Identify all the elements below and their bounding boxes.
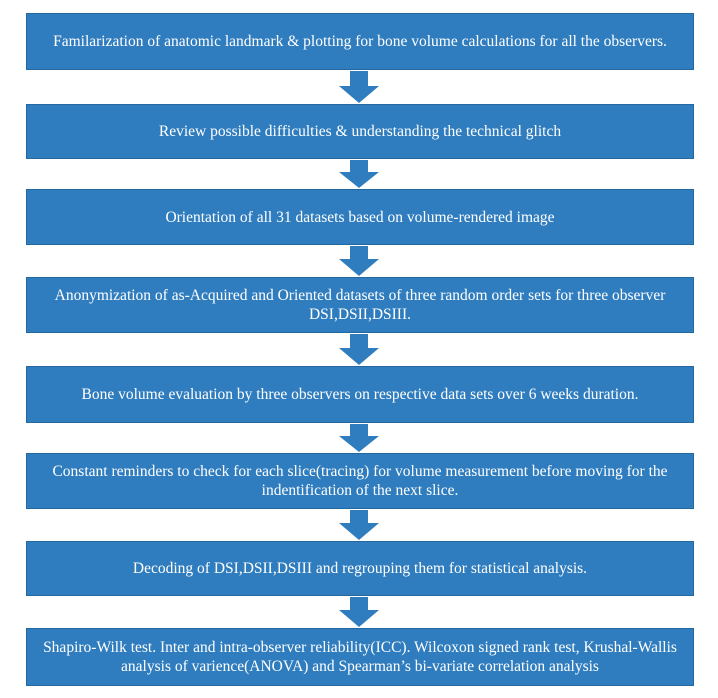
step-4-text: Anonymization of as-Acquired and Oriente… [54, 287, 666, 323]
step-2-text: Review possible difficulties & understan… [158, 123, 562, 140]
arrow-4-icon [339, 334, 379, 365]
step-3-box: Orientation of all 31 datasets based on … [26, 189, 694, 245]
step-5-text: Bone volume evaluation by three observer… [81, 386, 639, 403]
step-3-text: Orientation of all 31 datasets based on … [165, 208, 555, 226]
arrow-5-icon [339, 424, 379, 452]
step-6-box: Constant reminders to check for each sli… [26, 453, 694, 509]
step-1-text: Familarization of anatomic landmark & pl… [53, 33, 667, 50]
arrow-7-icon [339, 597, 379, 627]
step-4-box: Anonymization of as-Acquired and Oriente… [26, 277, 694, 333]
step-7-text: Decoding of DSI,DSII,DSIII and regroupin… [132, 560, 588, 577]
arrow-3-icon [339, 246, 379, 276]
step-1-box: Familarization of anatomic landmark & pl… [26, 13, 694, 70]
step-7-box: Decoding of DSI,DSII,DSIII and regroupin… [26, 541, 694, 596]
arrow-2-icon [339, 160, 379, 188]
step-8-text: Shapiro-Wilk test. Inter and intra-obser… [43, 639, 677, 675]
step-2-box: Review possible difficulties & understan… [26, 104, 694, 159]
step-5-box: Bone volume evaluation by three observer… [26, 366, 694, 423]
step-6-text: Constant reminders to check for each sli… [52, 463, 668, 499]
step-8-box: Shapiro-Wilk test. Inter and intra-obser… [26, 628, 694, 686]
arrow-6-icon [339, 510, 379, 540]
arrow-1-icon [339, 71, 379, 103]
